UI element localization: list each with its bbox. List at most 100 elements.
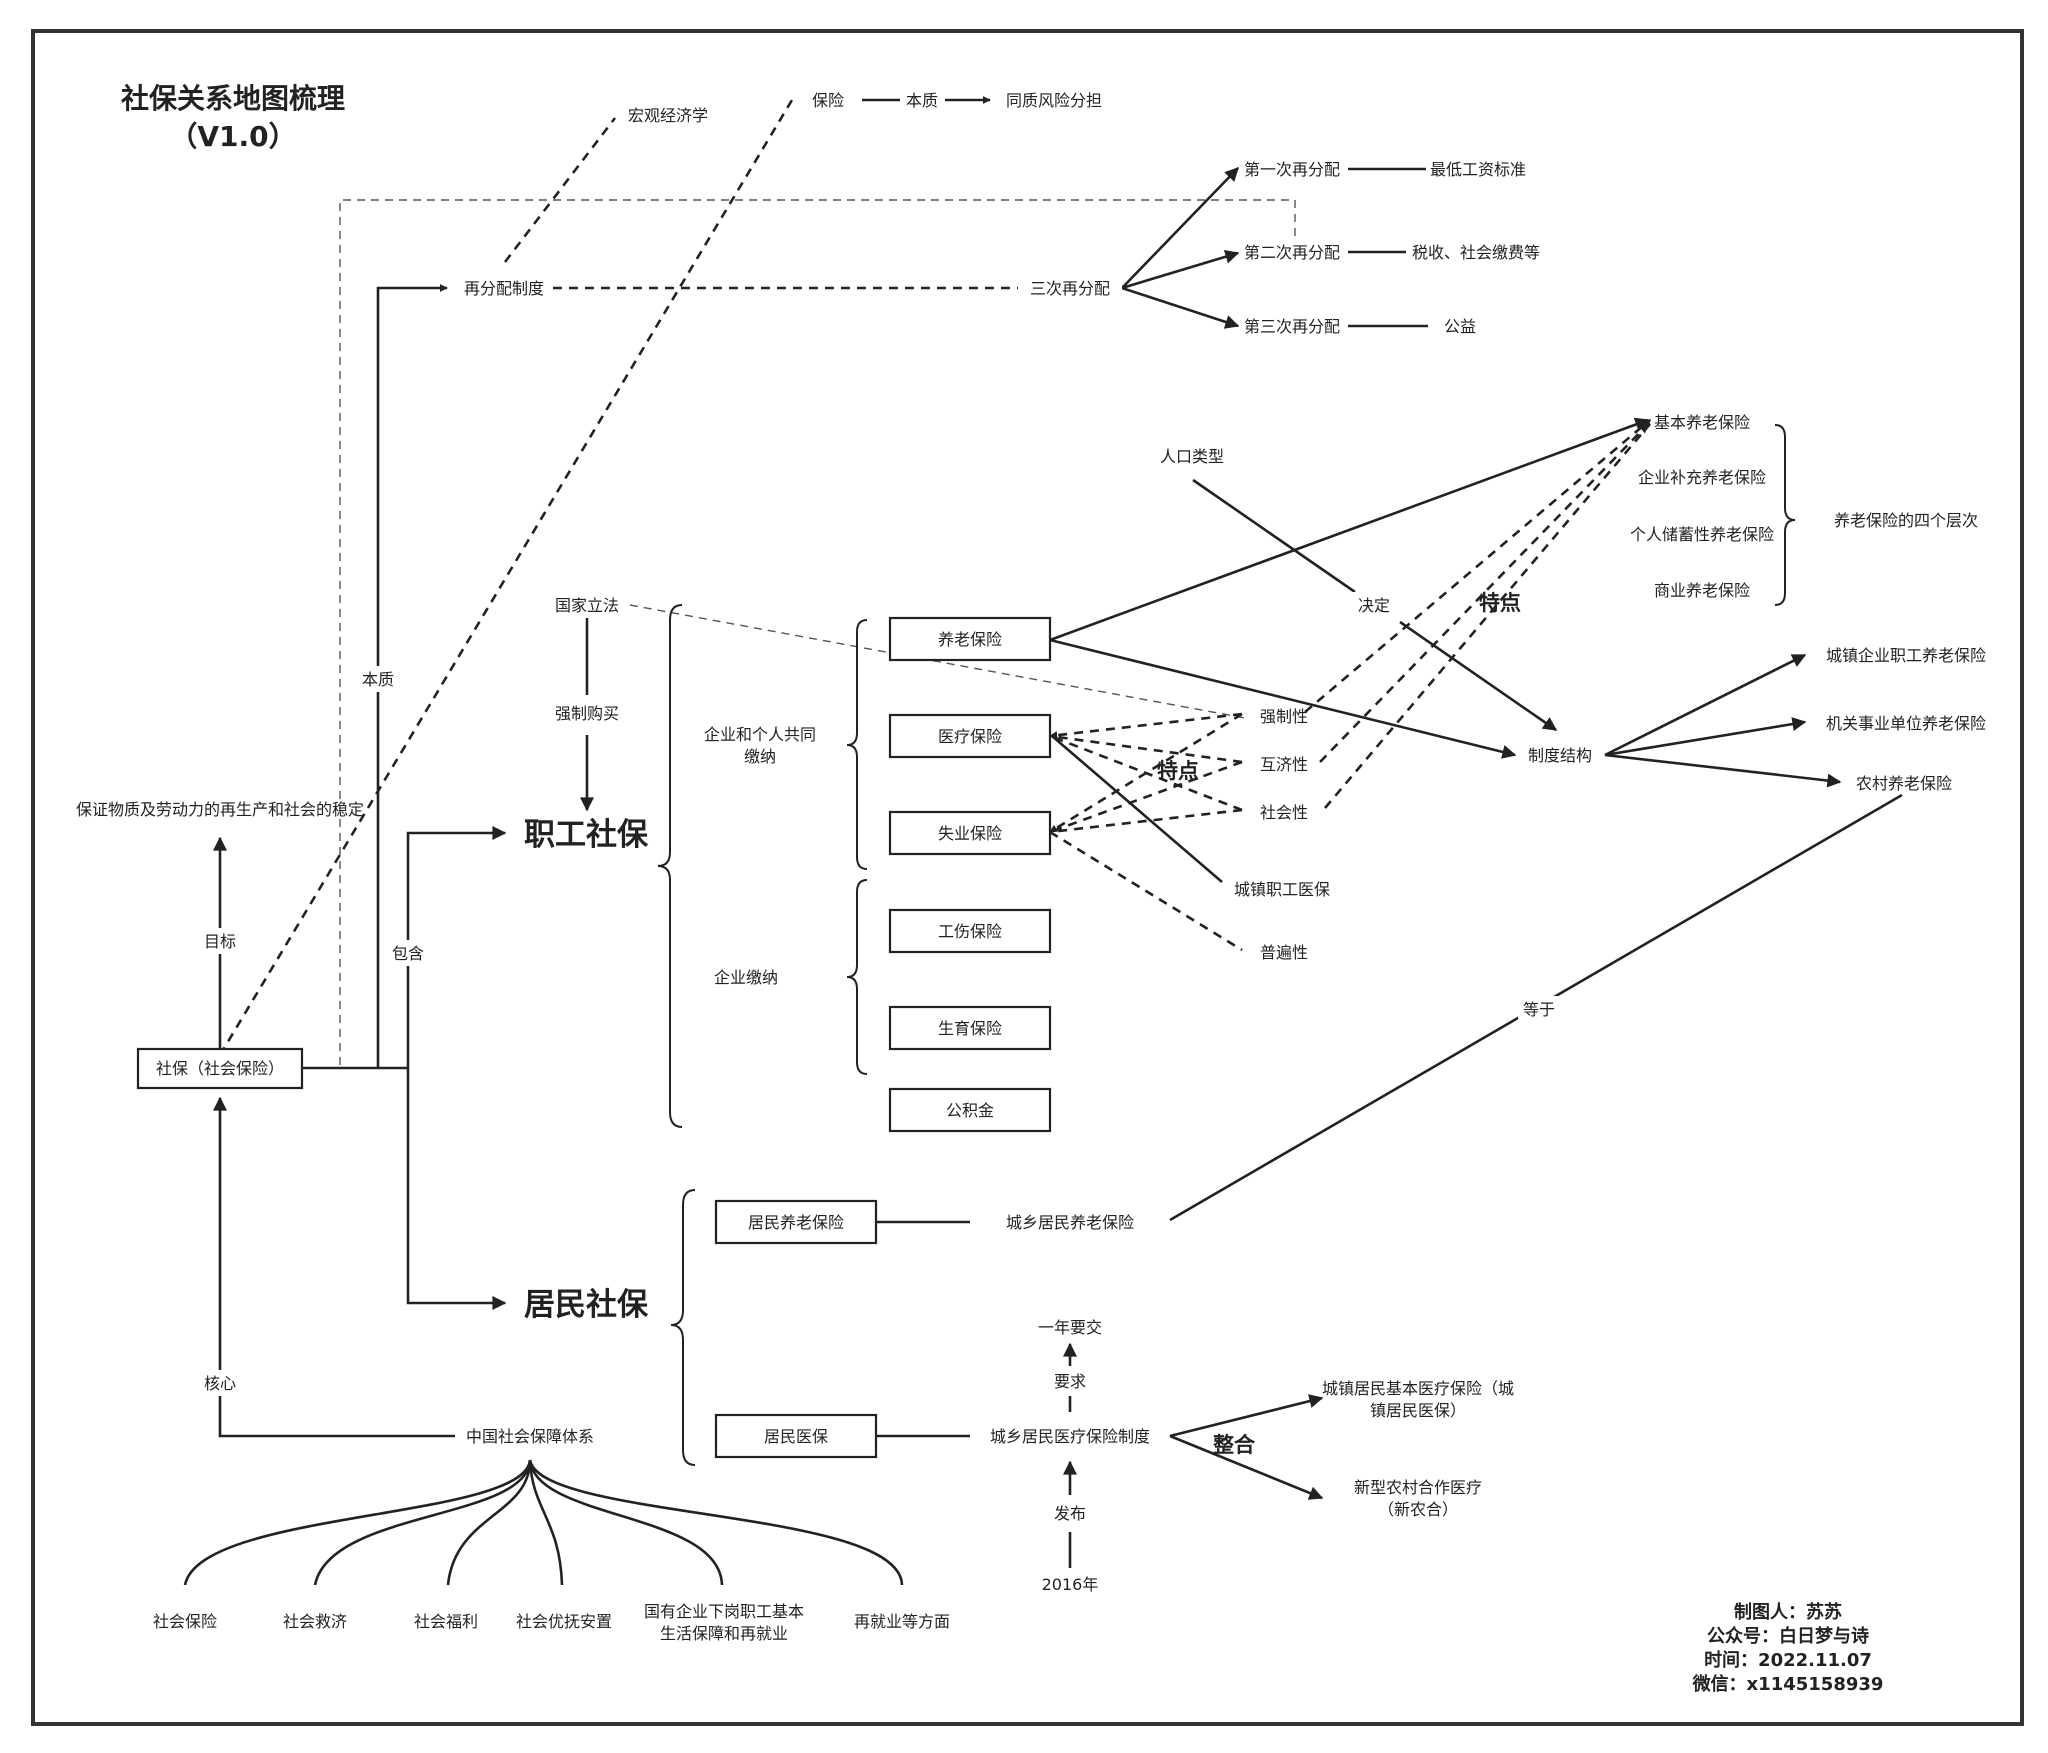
node-year-2016: 2016年: [1042, 1575, 1099, 1594]
label-feature-upper: 特点: [1479, 591, 1521, 615]
node-enterprise-pension: 企业补充养老保险: [1638, 468, 1766, 487]
node-universal: 普遍性: [1260, 943, 1308, 962]
sub-item-laid-off-line2: 生活保障和再就业: [660, 1624, 788, 1643]
brace-joint: [846, 619, 868, 870]
edge-structure-to-public-inst: [1604, 717, 1807, 757]
edge-ss-to-employee: [406, 826, 507, 1068]
edge-unemp-to-mutual: [1049, 760, 1243, 834]
box-pension: [888, 616, 1052, 662]
label-equals: 等于: [1523, 1000, 1555, 1019]
edge-medical-to-mutual: [1049, 734, 1243, 764]
node-risk: 同质风险分担: [1006, 91, 1102, 110]
credit-time: 时间：2022.11.07: [1704, 1650, 1872, 1671]
box-unemployment: [888, 810, 1052, 856]
edge-ss-to-insurance: [218, 94, 797, 1056]
box-resident-pension: [714, 1199, 878, 1245]
node-state-law: 国家立法: [555, 596, 619, 615]
node-housing-fund: 公积金: [946, 1101, 994, 1120]
edge-pension-to-structure: [1049, 638, 1517, 759]
edge-law-to-compulsory: [629, 604, 1246, 719]
edge-medical-to-compulsory: [1049, 712, 1243, 740]
node-maternity: 生育保险: [938, 1019, 1002, 1038]
edge-three-to-first: [1121, 166, 1239, 289]
node-commercial-pension: 商业养老保险: [1654, 581, 1750, 600]
sub-item-preferential: 社会优抚安置: [516, 1612, 612, 1631]
node-china-system: 中国社会保障体系: [466, 1427, 594, 1446]
label-essence: 本质: [362, 670, 394, 689]
label-require: 要求: [1054, 1372, 1086, 1391]
edge-system-to-ss: [213, 1096, 455, 1438]
node-basic-pension: 基本养老保险: [1654, 413, 1750, 432]
node-urban-rural-medical: 城乡居民医疗保险制度: [990, 1427, 1150, 1446]
node-medical: 医疗保险: [938, 727, 1002, 746]
node-unemployment: 失业保险: [938, 824, 1002, 843]
node-joint-pay-line1: 企业和个人共同: [704, 725, 816, 744]
box-housing-fund: [888, 1087, 1052, 1133]
node-joint-pay-line2: 缴纳: [744, 747, 776, 766]
label-core: 核心: [204, 1374, 236, 1393]
edge-structure-to-urban-enterprise: [1604, 653, 1807, 757]
label-bg-essence1: [356, 666, 400, 692]
node-three-redist: 三次再分配: [1030, 279, 1110, 298]
node-social: 社会性: [1260, 803, 1308, 822]
label-essence-insurance: 本质: [906, 91, 938, 110]
credit-author: 制图人：苏苏: [1734, 1601, 1842, 1623]
box-social-insurance: [136, 1047, 304, 1090]
node-second-redist: 第二次再分配: [1244, 243, 1340, 262]
brace-employee: [657, 604, 683, 1128]
edge-decide-to-structure: [1399, 620, 1558, 732]
sub-item-social-relief: 社会救济: [283, 1612, 347, 1631]
node-injury: 工伤保险: [938, 922, 1002, 941]
edge-population-to-decide: [1192, 478, 1356, 594]
node-insurance: 保险: [812, 91, 844, 110]
node-urban-enterprise-pension: 城镇企业职工养老保险: [1826, 646, 1986, 665]
box-maternity: [888, 1005, 1052, 1051]
sub-item-social-insurance: 社会保险: [153, 1612, 217, 1631]
node-urban-medical: 城镇职工医保: [1234, 880, 1330, 899]
label-bg-forced: [550, 700, 624, 726]
node-resident-ss: 居民社保: [524, 1287, 649, 1323]
node-urban-resident-medical-line2: 镇居民医保）: [1370, 1401, 1466, 1420]
label-bg-decide: [1350, 592, 1398, 618]
edge-ss-to-redist: [376, 284, 448, 1068]
edge-compulsory-to-basic: [1304, 419, 1652, 713]
node-social-insurance: 社保（社会保险）: [156, 1059, 284, 1078]
box-resident-medical: [714, 1413, 878, 1459]
label-bg-china-system: [455, 1423, 607, 1449]
node-redistribution: 再分配制度: [464, 279, 544, 298]
edge-unemp-to-social: [1049, 808, 1243, 834]
system-fan-curves: [183, 1459, 904, 1586]
node-min-wage: 最低工资标准: [1430, 160, 1526, 179]
title-line2: （V1.0）: [169, 120, 296, 153]
node-system-structure: 制度结构: [1528, 746, 1592, 765]
label-bg-include: [385, 940, 431, 966]
label-bg-publish: [1048, 1500, 1092, 1526]
node-third-redist: 第三次再分配: [1244, 317, 1340, 336]
edge-three-to-third: [1121, 286, 1240, 329]
edge-ss-to-resident: [406, 1068, 507, 1310]
box-injury: [888, 908, 1052, 954]
sub-item-reemployment: 再就业等方面: [854, 1612, 950, 1631]
outer-frame: [31, 29, 2024, 1726]
node-urban-rural-pension: 城乡居民养老保险: [1006, 1213, 1134, 1232]
label-include: 包含: [392, 944, 424, 963]
node-personal-pension: 个人储蓄性养老保险: [1630, 525, 1774, 544]
label-bg-core: [198, 1370, 242, 1396]
brace-resident: [670, 1189, 696, 1466]
node-resident-medical: 居民医保: [764, 1427, 828, 1446]
edge-unemp-to-universal: [1049, 830, 1243, 952]
brace-employer: [846, 879, 868, 1075]
label-target: 目标: [204, 932, 236, 951]
edge-medical-to-urban-resident: [1169, 1394, 1324, 1438]
sub-item-social-welfare: 社会福利: [414, 1612, 478, 1631]
edge-redist-to-macro: [503, 117, 617, 263]
node-rural-pension: 农村养老保险: [1856, 774, 1952, 793]
box-medical: [888, 713, 1052, 759]
edge-three-to-second: [1121, 249, 1240, 290]
edge-pension-to-basic: [1049, 417, 1650, 642]
label-bg-three: [1018, 275, 1122, 301]
title-line1: 社保关系地图梳理: [121, 82, 345, 115]
label-bg-target: [198, 928, 242, 954]
edge-social-to-basic: [1324, 423, 1651, 809]
